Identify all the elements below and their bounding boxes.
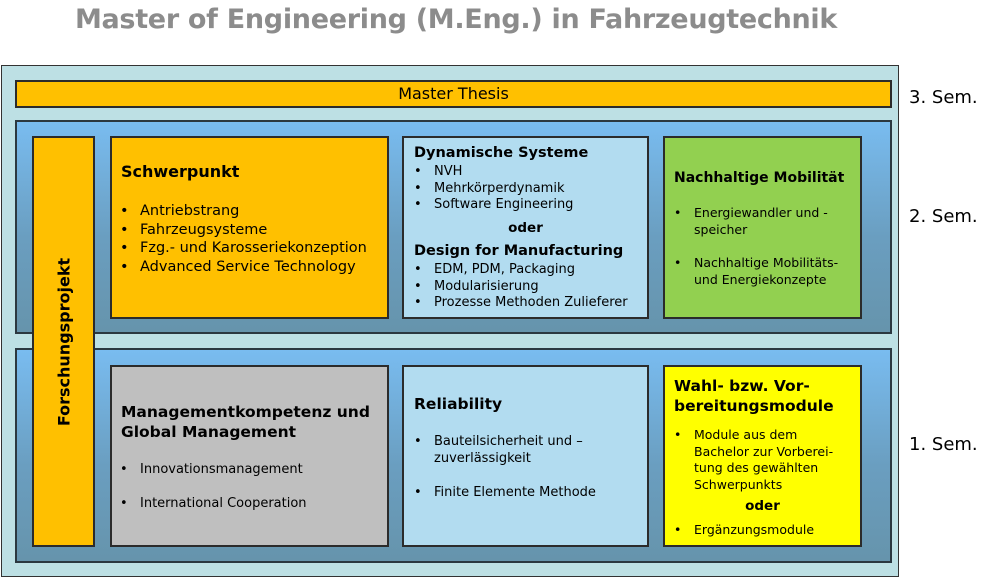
list-item: Fahrzeugsysteme xyxy=(120,221,367,240)
master-thesis-box: Master Thesis xyxy=(15,80,892,108)
dynamische-systeme-heading: Dynamische Systeme xyxy=(414,145,589,161)
nachhaltige-mobilitaet-box: Nachhaltige Mobilität Energiewandler und… xyxy=(663,136,862,319)
semester-2-label: 2. Sem. xyxy=(909,206,978,227)
management-heading: Managementkompetenz und Global Managemen… xyxy=(121,403,370,441)
list-item: Software Engineering xyxy=(414,197,573,214)
dynamische-systeme-list: NVH Mehrkörperdynamik Software Engineeri… xyxy=(414,164,573,214)
forschungsprojekt-label: Forschungsprojekt xyxy=(54,257,73,426)
list-item: Energiewandler und -speicher xyxy=(674,205,854,238)
dynamische-systeme-box: Dynamische Systeme NVH Mehrkörperdynamik… xyxy=(402,136,649,319)
reliability-box: Reliability Bauteilsicherheit und –zuver… xyxy=(402,365,649,547)
wahlmodule-list: Module aus dem Bachelor zur Vorberei-tun… xyxy=(674,427,854,493)
list-item: Nachhaltige Mobilitäts- und Energiekonze… xyxy=(674,255,854,288)
list-item: Bauteilsicherheit und –zuverlässigkeit xyxy=(414,433,614,467)
list-item: Innovationsmanagement xyxy=(120,461,307,478)
diagram-title: Master of Engineering (M.Eng.) in Fahrze… xyxy=(74,4,838,35)
design-for-manufacturing-list: EDM, PDM, Packaging Modularisierung Proz… xyxy=(414,262,628,312)
management-box: Managementkompetenz und Global Managemen… xyxy=(110,365,389,547)
list-item: Mehrkörperdynamik xyxy=(414,181,573,198)
list-item: Prozesse Methoden Zulieferer xyxy=(414,295,628,312)
wahlmodule-box: Wahl- bzw. Vor-bereitungsmodule Module a… xyxy=(663,365,862,547)
oder-separator: oder xyxy=(745,498,780,514)
design-for-manufacturing-heading: Design for Manufacturing xyxy=(414,243,624,259)
list-item: Fzg.- und Karosseriekonzeption xyxy=(120,239,367,258)
nachhaltige-mobilitaet-list: Energiewandler und -speicher Nachhaltige… xyxy=(674,205,854,288)
list-item: Advanced Service Technology xyxy=(120,258,367,277)
list-item: Ergänzungsmodule xyxy=(674,522,814,539)
schwerpunkt-heading: Schwerpunkt xyxy=(121,162,240,181)
reliability-heading: Reliability xyxy=(414,395,503,413)
ergaenzungsmodule-list: Ergänzungsmodule xyxy=(674,522,814,539)
forschungsprojekt-box: Forschungsprojekt xyxy=(32,136,95,547)
reliability-list: Bauteilsicherheit und –zuverlässigkeit F… xyxy=(414,433,614,501)
list-item: NVH xyxy=(414,164,573,181)
semester-1-label: 1. Sem. xyxy=(909,434,978,455)
list-item: International Cooperation xyxy=(120,495,307,512)
nachhaltige-mobilitaet-heading: Nachhaltige Mobilität xyxy=(674,170,845,186)
list-item: Module aus dem Bachelor zur Vorberei-tun… xyxy=(674,427,854,493)
list-item: Antriebstrang xyxy=(120,202,367,221)
management-list: Innovationsmanagement International Coop… xyxy=(120,461,307,512)
list-item: Modularisierung xyxy=(414,279,628,296)
wahlmodule-heading: Wahl- bzw. Vor-bereitungsmodule xyxy=(674,377,834,415)
oder-separator: oder xyxy=(508,220,543,236)
schwerpunkt-list: Antriebstrang Fahrzeugsysteme Fzg.- und … xyxy=(120,202,367,276)
semester-3-label: 3. Sem. xyxy=(909,87,978,108)
list-item: Finite Elemente Methode xyxy=(414,484,614,501)
list-item: EDM, PDM, Packaging xyxy=(414,262,628,279)
schwerpunkt-box: Schwerpunkt Antriebstrang Fahrzeugsystem… xyxy=(110,136,389,319)
